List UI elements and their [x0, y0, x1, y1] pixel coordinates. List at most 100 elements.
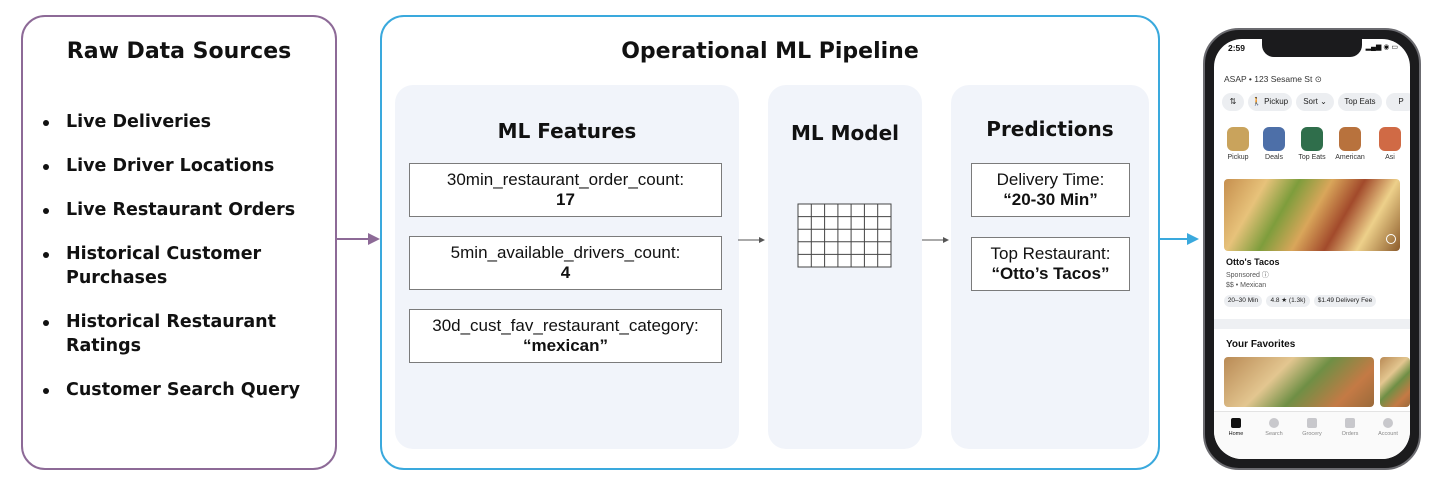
bottom-tab-bar: Home Search Grocery Orders Account — [1214, 411, 1410, 459]
category-label: Asi — [1385, 154, 1395, 161]
ml-features-panel: ML Features 30min_restaurant_order_count… — [395, 85, 739, 449]
arrow-pipeline-to-app — [1159, 233, 1199, 245]
prediction-name: Delivery Time: — [996, 170, 1105, 189]
bullet-icon — [43, 120, 49, 126]
orders-icon — [1345, 418, 1355, 428]
grocery-icon — [1307, 418, 1317, 428]
list-item-label: Live Driver Locations — [66, 156, 275, 176]
list-item-label-line2: Purchases — [66, 268, 168, 288]
pipeline-title: Operational ML Pipeline — [621, 39, 919, 64]
bowl-icon — [1379, 127, 1401, 151]
restaurant-name[interactable]: Otto's Tacos — [1226, 257, 1280, 267]
status-time: 2:59 — [1228, 43, 1246, 53]
tab-orders[interactable]: Orders — [1332, 418, 1368, 437]
prediction-box: Top Restaurant: “Otto’s Tacos” — [971, 237, 1130, 291]
tab-label: Orders — [1341, 431, 1359, 437]
category-label: Deals — [1265, 154, 1283, 161]
tab-label: Search — [1265, 431, 1283, 437]
filter-chip-top-eats[interactable]: Top Eats — [1338, 93, 1382, 111]
category-deals[interactable]: Deals — [1254, 127, 1294, 161]
burger-icon — [1339, 127, 1361, 151]
category-label: Pickup — [1227, 154, 1249, 161]
tab-home[interactable]: Home — [1218, 418, 1254, 437]
feature-box: 5min_available_drivers_count: 4 — [409, 236, 722, 290]
prediction-box: Delivery Time: “20-30 Min” — [971, 163, 1130, 217]
bullet-icon — [43, 320, 49, 326]
feature-box: 30min_restaurant_order_count: 17 — [409, 163, 722, 217]
eta-badge: 20–30 Min — [1224, 295, 1262, 307]
neural-network-grid-icon — [797, 203, 892, 268]
category-pickup[interactable]: Pickup — [1218, 127, 1258, 161]
search-icon — [1269, 418, 1279, 428]
list-item-label: Customer Search Query — [66, 380, 301, 400]
raw-data-sources-box: Raw Data Sources Live Deliveries Live Dr… — [21, 15, 337, 470]
account-icon — [1383, 418, 1393, 428]
category-label: American — [1335, 154, 1365, 161]
delivery-fee-badge: $1.49 Delivery Fee — [1314, 295, 1376, 307]
sponsored-label: Sponsored ⓘ — [1226, 272, 1269, 279]
star-icon — [1301, 127, 1323, 151]
heart-icon[interactable] — [1386, 234, 1396, 244]
home-icon — [1231, 418, 1241, 428]
feature-value: 17 — [556, 190, 575, 209]
prediction-name: Top Restaurant: — [990, 244, 1111, 263]
ml-model-title: ML Model — [791, 121, 899, 145]
list-item-label-line2: Ratings — [66, 336, 142, 356]
tab-label: Grocery — [1302, 431, 1322, 437]
ml-features-title: ML Features — [497, 119, 637, 143]
favorite-restaurant-image[interactable] — [1380, 357, 1410, 407]
category-top-eats[interactable]: Top Eats — [1292, 127, 1332, 161]
list-item-label: Historical Customer — [66, 244, 262, 264]
raw-data-sources-list: Live Deliveries Live Driver Locations Li… — [41, 110, 331, 402]
bullet-icon — [43, 208, 49, 214]
delivery-address[interactable]: ASAP • 123 Sesame St ⊙ — [1224, 74, 1322, 84]
list-item-label: Live Deliveries — [66, 112, 212, 132]
tag-icon — [1263, 127, 1285, 151]
favorite-restaurant-image[interactable] — [1224, 357, 1374, 407]
feature-box: 30d_cust_fav_restaurant_category: “mexic… — [409, 309, 722, 363]
feature-name: 5min_available_drivers_count: — [450, 243, 681, 262]
feature-name: 30d_cust_fav_restaurant_category: — [432, 316, 699, 335]
tab-grocery[interactable]: Grocery — [1294, 418, 1330, 437]
tab-account[interactable]: Account — [1370, 418, 1406, 437]
list-item: Live Restaurant Orders — [41, 198, 331, 222]
list-item-label: Historical Restaurant — [66, 312, 277, 332]
prediction-value: “Otto’s Tacos” — [991, 264, 1110, 283]
filter-chip-sort[interactable]: Sort ⌄ — [1296, 93, 1334, 111]
feature-name: 30min_restaurant_order_count: — [446, 170, 685, 189]
filter-chip-sort-icon[interactable]: ⇅ — [1222, 93, 1244, 111]
predictions-title: Predictions — [986, 117, 1114, 141]
category-asian[interactable]: Asi — [1370, 127, 1410, 161]
favorites-title: Your Favorites — [1226, 339, 1296, 350]
tab-search[interactable]: Search — [1256, 418, 1292, 437]
filter-chip-more[interactable]: P — [1386, 93, 1410, 111]
arrow-raw-to-pipeline — [336, 233, 380, 245]
phone-screen: 2:59 ▂▄▆ ◉ ▭ ASAP • 123 Sesame St ⊙ ⇅ 🚶 … — [1214, 39, 1410, 459]
list-item-label: Live Restaurant Orders — [66, 200, 296, 220]
filter-chip-pickup[interactable]: 🚶 Pickup — [1248, 93, 1292, 111]
restaurant-cuisine: $$ • Mexican — [1226, 282, 1267, 289]
feature-value: 4 — [560, 263, 571, 282]
status-icons: ▂▄▆ ◉ ▭ — [1365, 44, 1398, 51]
bullet-icon — [43, 164, 49, 170]
rating-badge: 4.8 ★ (1.3k) — [1266, 295, 1310, 307]
feature-value: “mexican” — [522, 336, 609, 355]
arrow-model-to-predictions — [922, 237, 949, 243]
phone-notch — [1262, 39, 1362, 57]
tab-label: Home — [1228, 431, 1244, 437]
tab-label: Account — [1378, 431, 1398, 437]
bag-icon — [1227, 127, 1249, 151]
operational-ml-pipeline-box: Operational ML Pipeline ML Features 30mi… — [380, 15, 1160, 470]
category-american[interactable]: American — [1330, 127, 1370, 161]
ml-model-panel: ML Model — [768, 85, 922, 449]
bullet-icon — [43, 252, 49, 258]
phone-mockup: 2:59 ▂▄▆ ◉ ▭ ASAP • 123 Sesame St ⊙ ⇅ 🚶 … — [1203, 28, 1421, 470]
bullet-icon — [43, 388, 49, 394]
list-item: Live Deliveries — [41, 110, 331, 134]
arrow-features-to-model — [738, 237, 765, 243]
category-label: Top Eats — [1298, 154, 1326, 161]
list-item: Live Driver Locations — [41, 154, 331, 178]
restaurant-hero-image[interactable] — [1224, 179, 1400, 251]
